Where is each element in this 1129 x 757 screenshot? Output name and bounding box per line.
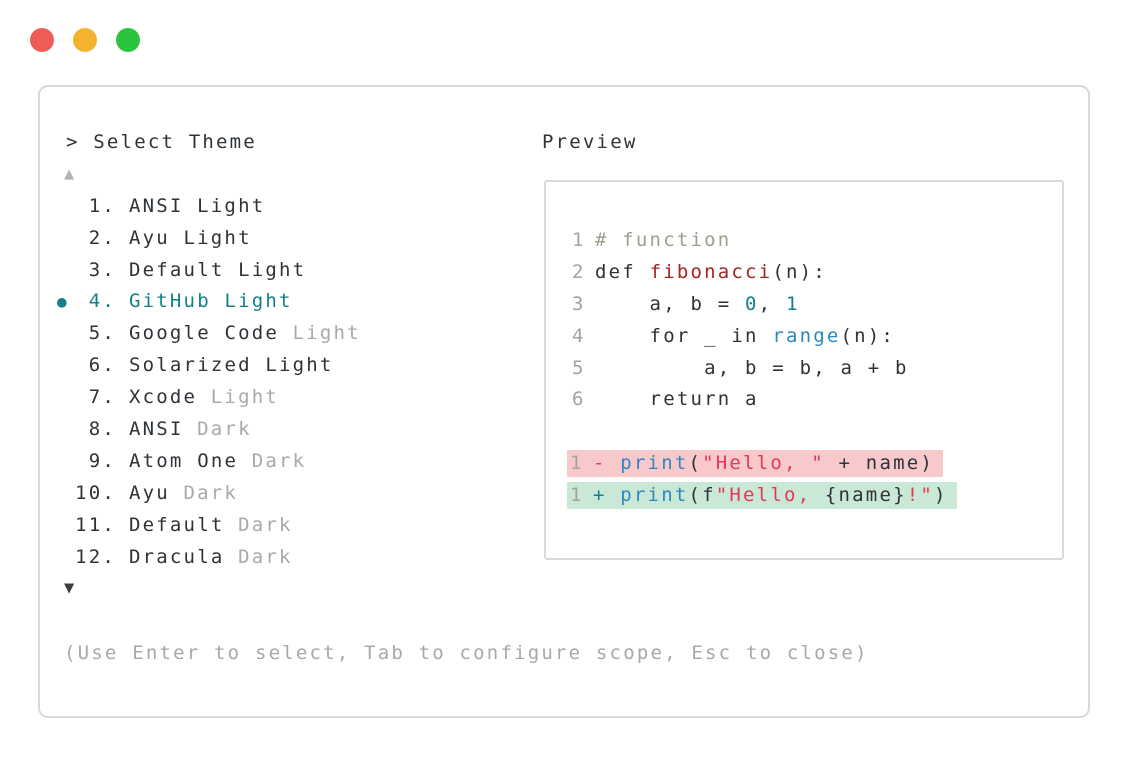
line-number: 2	[572, 260, 586, 283]
selected-bullet-icon	[40, 191, 66, 223]
theme-item-number: 10.	[75, 481, 116, 504]
code-line: 1- print("Hello, " + name)	[546, 448, 1062, 480]
theme-item-number: 11.	[75, 513, 116, 536]
theme-item-number: 3.	[88, 258, 116, 281]
theme-item-number: 5.	[88, 322, 116, 345]
line-number: 3	[572, 292, 586, 315]
scroll-up-icon[interactable]: ▲	[64, 163, 77, 184]
selected-bullet-icon	[40, 478, 66, 510]
code-line: 3 a, b = 0, 1	[546, 289, 1062, 321]
selected-bullet-icon	[40, 350, 66, 382]
scroll-down-icon[interactable]: ▼	[64, 578, 77, 599]
theme-item-variant: Light	[197, 194, 266, 217]
minimize-button[interactable]	[73, 28, 97, 52]
theme-item-number: 12.	[75, 545, 116, 568]
code-line: 5 a, b = b, a + b	[546, 353, 1062, 385]
theme-item-variant: Dark	[183, 481, 239, 504]
close-button[interactable]	[30, 28, 54, 52]
selected-bullet-icon	[40, 318, 66, 350]
theme-item-number: 1.	[88, 194, 116, 217]
code-line: 4 for _ in range(n):	[546, 321, 1062, 353]
selected-bullet-icon	[40, 223, 66, 255]
line-number: 6	[572, 388, 586, 411]
theme-item-variant: Light	[183, 226, 252, 249]
picker-title: > Select Theme	[66, 131, 257, 153]
line-number: 1	[570, 452, 584, 475]
selected-bullet-icon	[40, 414, 66, 446]
selected-bullet-icon	[40, 510, 66, 542]
theme-item-variant: Dark	[251, 449, 307, 472]
keyboard-hint: (Use Enter to select, Tab to configure s…	[64, 642, 869, 664]
line-number: 1	[570, 484, 584, 507]
zoom-button[interactable]	[116, 28, 140, 52]
preview-title: Preview	[542, 131, 638, 153]
theme-item-number: 6.	[88, 354, 116, 377]
theme-item-number: 4.	[88, 290, 116, 313]
selected-bullet-icon	[40, 382, 66, 414]
theme-item-variant: Light	[238, 258, 307, 281]
code-line: 1+ print(f"Hello, {name}!")	[546, 480, 1062, 512]
theme-item-variant: Light	[210, 386, 279, 409]
theme-item-number: 9.	[88, 449, 116, 472]
code-line: 1# function	[546, 225, 1062, 257]
theme-item-variant: Light	[224, 290, 293, 313]
theme-item-number: 7.	[88, 386, 116, 409]
selected-bullet-icon	[40, 542, 66, 574]
theme-item-variant: Dark	[238, 545, 293, 568]
theme-item-number: 8.	[88, 418, 116, 441]
line-number: 5	[572, 356, 586, 379]
theme-item-variant: Light	[292, 322, 361, 345]
window-controls	[30, 28, 140, 52]
theme-item-number: 2.	[88, 226, 116, 249]
code-line: 6 return a	[546, 384, 1062, 416]
selected-bullet-icon	[40, 446, 66, 478]
theme-item-variant: Dark	[238, 513, 293, 536]
code-line	[546, 416, 1062, 448]
theme-item-variant: Dark	[197, 418, 252, 441]
selected-bullet-icon: ●	[57, 292, 69, 312]
theme-item-variant: Light	[265, 354, 334, 377]
selected-bullet-icon	[40, 255, 66, 287]
line-number: 1	[572, 229, 586, 251]
line-number: 4	[572, 324, 586, 347]
